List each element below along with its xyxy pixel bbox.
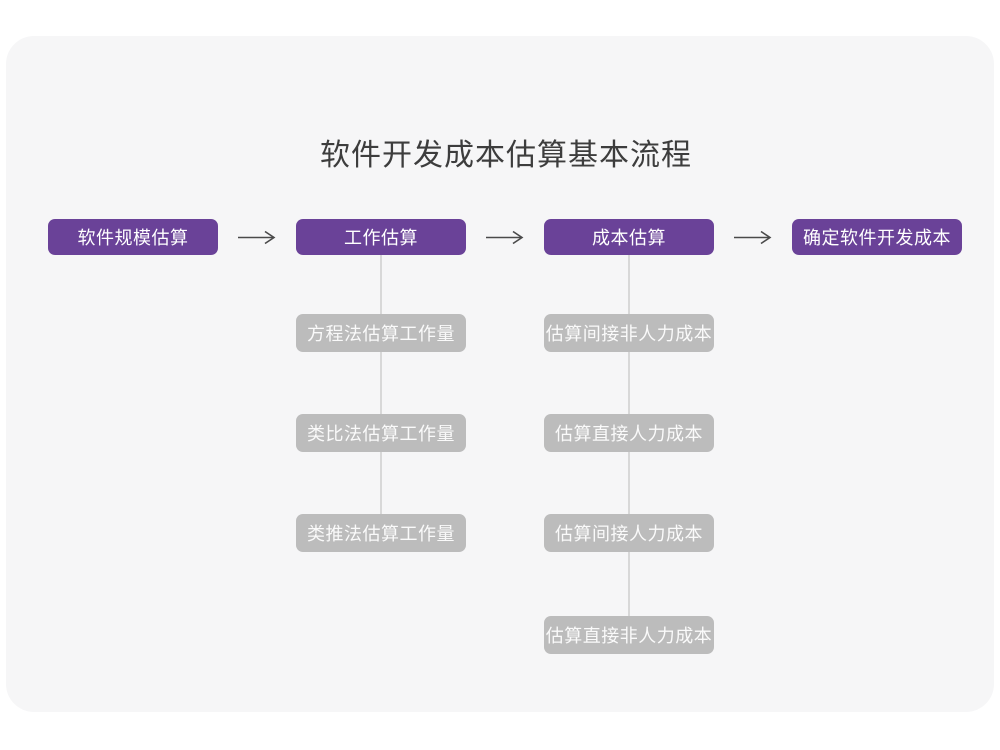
stage-cost-estimation: 成本估算 [544,219,714,255]
substep-analogy-method-effort: 类比法估算工作量 [296,414,466,452]
substep-indirect-non-labor-cost: 估算间接非人力成本 [544,314,714,352]
substep-indirect-labor-cost: 估算间接人力成本 [544,514,714,552]
substep-extrapolation-method-effort: 类推法估算工作量 [296,514,466,552]
connector-line-effort-column [380,255,382,516]
flow-arrow-icon [237,230,277,245]
diagram-title: 软件开发成本估算基本流程 [320,139,692,172]
flow-arrow-icon [733,230,773,245]
stage-effort-estimation: 工作估算 [296,219,466,255]
diagram-canvas: 软件开发成本估算基本流程 软件规模估算 工作估算 成本估算 确定软件开发成本 方… [6,36,994,712]
substep-direct-labor-cost: 估算直接人力成本 [544,414,714,452]
substep-equation-method-effort: 方程法估算工作量 [296,314,466,352]
substep-direct-non-labor-cost: 估算直接非人力成本 [544,616,714,654]
stage-software-size-estimation: 软件规模估算 [48,219,218,255]
flow-arrow-icon [485,230,525,245]
stage-final-software-cost: 确定软件开发成本 [792,219,962,255]
